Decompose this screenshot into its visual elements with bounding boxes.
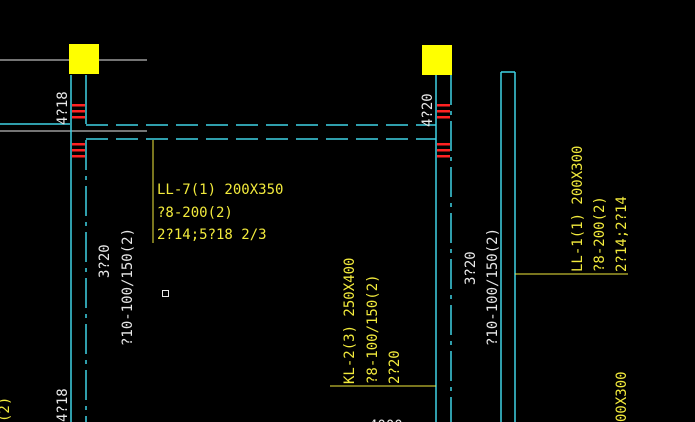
left-column-block[interactable] xyxy=(69,44,99,74)
kl2-beam-name: KL-2(3) 250X400 xyxy=(342,258,358,384)
left-column-top-rebar-label: 4?18 xyxy=(55,91,71,125)
grip-marker[interactable] xyxy=(162,290,169,297)
right-column-top-rebar-label: 4?20 xyxy=(420,93,436,127)
bottom-right-partial-label: 00X300 xyxy=(614,371,630,422)
ll7-rebar-label: 2?14;5?18 2/3 xyxy=(157,227,267,243)
far-right-beam[interactable] xyxy=(500,71,516,422)
bottom-center-partial-label: 4000 xyxy=(369,418,403,422)
right-column[interactable] xyxy=(422,45,452,422)
bottom-far-left-label: (2) xyxy=(0,397,13,422)
ll7-stirrup-label: ?8-200(2) xyxy=(157,205,233,221)
leader-lines xyxy=(152,140,628,387)
right-column-block[interactable] xyxy=(422,45,452,75)
ll7-beam-name: LL-7(1) 200X350 xyxy=(157,182,283,198)
bottom-left-rebar-label: 4?18 xyxy=(55,388,71,422)
ll1-beam-name: LL-1(1) 200X300 xyxy=(570,146,586,272)
left-column[interactable] xyxy=(69,44,99,422)
right-column-rebar-marks xyxy=(437,104,450,158)
left-stirrup-label: ?10-100/150(2) xyxy=(120,228,136,346)
kl2-stirrup-label: ?8-100/150(2) xyxy=(365,274,381,384)
right-stirrup-label: ?10-100/150(2) xyxy=(485,228,501,346)
kl2-rebar-label: 2?20 xyxy=(387,350,403,384)
ll1-rebar-label: 2?14;2?14 xyxy=(614,196,630,272)
ll1-stirrup-label: ?8-200(2) xyxy=(592,196,608,272)
left-column-rebar-marks xyxy=(72,104,85,158)
right-rebar-3-20-label: 3?20 xyxy=(463,251,479,285)
left-rebar-3-20-label: 3?20 xyxy=(97,244,113,278)
